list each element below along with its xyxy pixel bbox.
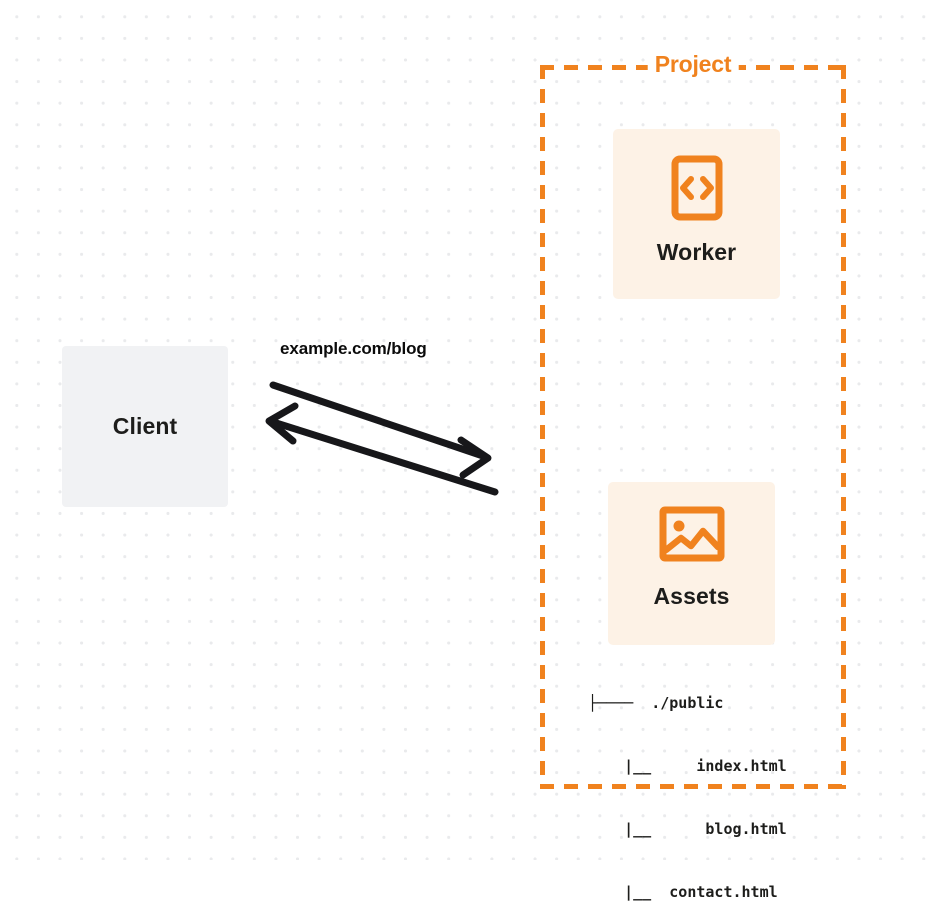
client-node-label: Client [112,413,178,439]
request-url-label: example.com/blog [280,339,427,358]
worker-node-label: Worker [656,239,737,265]
file-tree-root: ├──── ./public [588,694,724,712]
image-icon [659,506,724,562]
file-tree-item: |__ contact.html [588,883,778,901]
project-border-bottom [540,784,846,789]
assets-node-label: Assets [653,583,730,609]
assets-node[interactable]: Assets [608,482,775,645]
client-node[interactable]: Client [62,346,228,507]
arrows-svg [265,381,499,496]
project-container: Project [540,51,846,789]
file-tree-item: |__ blog.html [588,820,787,838]
connection-arrows [255,365,515,515]
project-title-label: Project [647,51,739,78]
file-tree-item: |__ index.html [588,757,787,775]
request-arrow-icon [269,381,492,479]
project-border-left [540,65,545,789]
code-brackets-icon [671,155,722,221]
project-border-right [841,65,846,789]
response-arrow-icon [265,402,499,496]
worker-node[interactable]: Worker [613,129,780,299]
asset-file-tree: ├──── ./public |__ index.html |__ blog.h… [588,651,787,924]
